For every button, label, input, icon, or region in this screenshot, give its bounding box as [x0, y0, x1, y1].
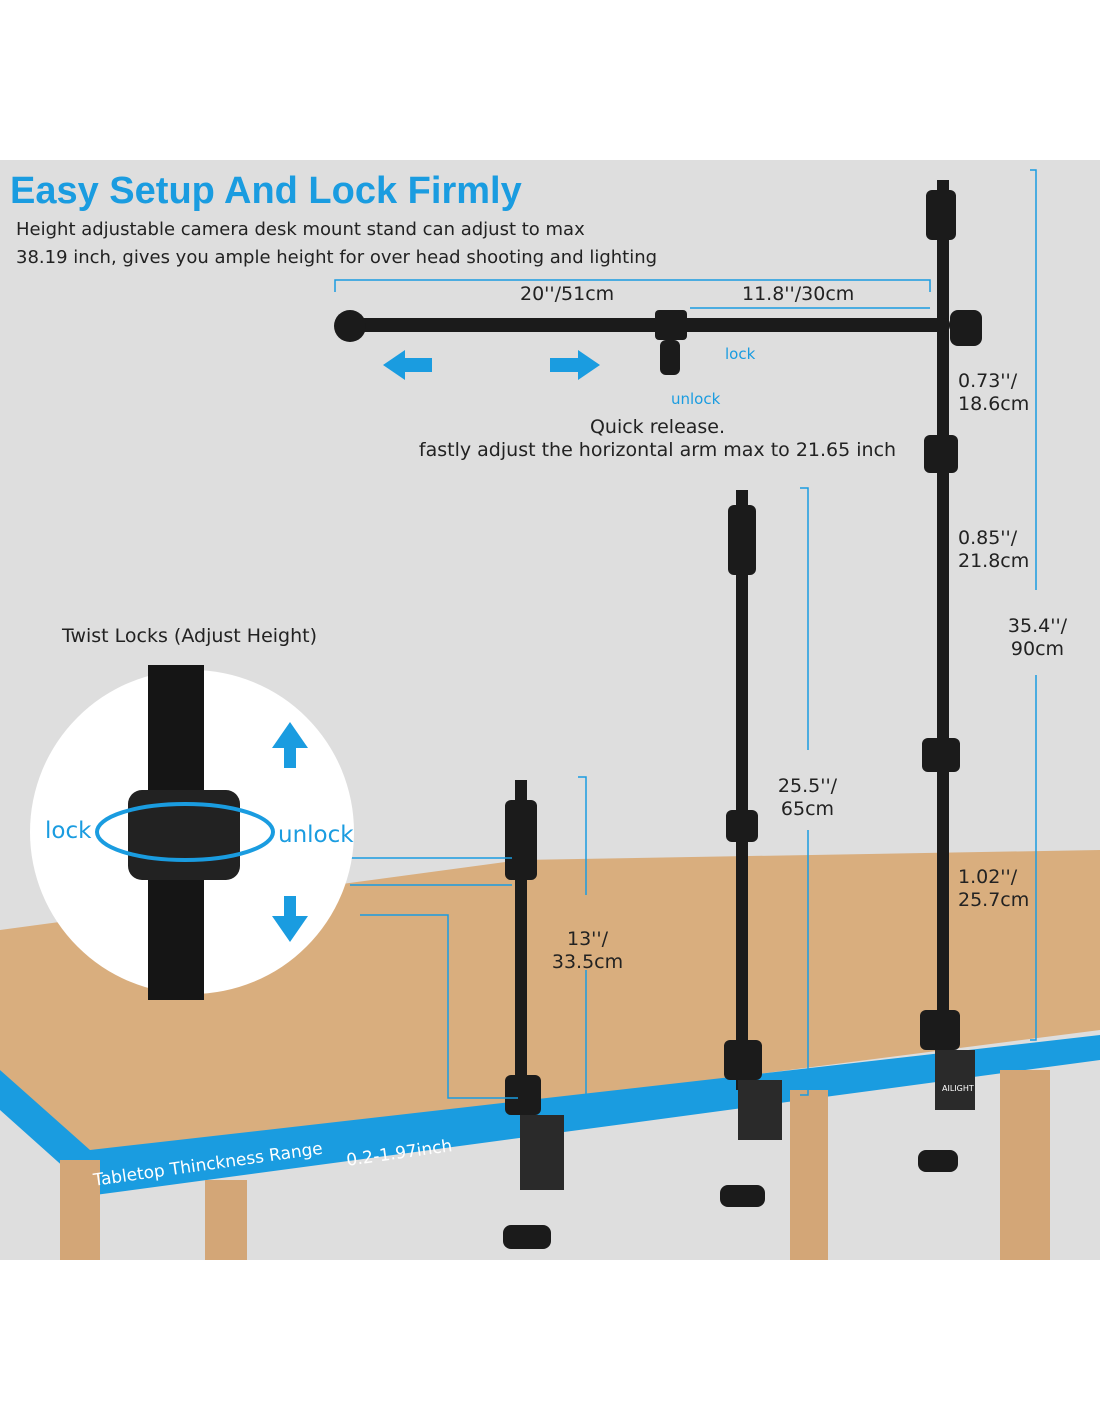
page-title: Easy Setup And Lock Firmly	[10, 170, 522, 212]
arrow-down-icon	[272, 896, 308, 942]
arrow-up-icon	[272, 722, 308, 768]
arm-partial-length: 11.8''/30cm	[742, 283, 855, 305]
table-leg	[205, 1180, 247, 1260]
arm-unlock-label: unlock	[671, 390, 721, 408]
quick-release-label: Quick release.	[589, 416, 726, 438]
dim-value: 65cm	[780, 798, 835, 820]
short-stand	[503, 780, 564, 1249]
dim-value: 25.7cm	[958, 889, 1030, 911]
arrow-right-icon	[550, 350, 600, 380]
dim-value: 0.85''/	[958, 527, 1018, 549]
product-panel: Easy Setup And Lock Firmly Height adjust…	[0, 160, 1100, 1260]
table-leg	[60, 1160, 100, 1260]
product-illustration	[0, 169, 1100, 1260]
arm-lock-label: lock	[725, 345, 756, 363]
dim-value: 35.4''/	[1007, 615, 1068, 637]
dim-value: 0.73''/	[958, 370, 1018, 392]
dim-value: 25.5''/	[777, 775, 838, 797]
dim-value: 13''/	[566, 928, 609, 950]
tall-diameter-2: 0.85''/21.8cm	[958, 527, 1029, 573]
quick-release-desc: fastly adjust the horizontal arm max to …	[418, 439, 897, 461]
tall-diameter-3: 1.02''/25.7cm	[958, 866, 1029, 912]
twist-unlock-label: unlock	[278, 822, 354, 848]
table-leg	[1000, 1070, 1050, 1260]
short-height: 13''/33.5cm	[540, 928, 635, 974]
brand-logo: AILIGHT	[942, 1084, 974, 1093]
subtitle-line: 38.19 inch, gives you ample height for o…	[16, 247, 658, 268]
table-leg	[790, 1090, 828, 1260]
arm-total-length: 20''/51cm	[520, 283, 615, 305]
subtitle-line: Height adjustable camera desk mount stan…	[16, 219, 585, 240]
tall-stand	[334, 180, 982, 1172]
mid-height: 25.5''/65cm	[765, 775, 850, 821]
tall-height: 35.4''/90cm	[995, 615, 1080, 661]
dim-value: 33.5cm	[551, 951, 624, 973]
dim-value: 21.8cm	[958, 550, 1030, 572]
twist-lock-label: lock	[45, 818, 92, 844]
twist-locks-label: Twist Locks (Adjust Height)	[62, 625, 317, 647]
dim-value: 18.6cm	[958, 393, 1030, 415]
middle-stand	[720, 490, 782, 1207]
dim-value: 90cm	[1010, 638, 1065, 660]
dim-value: 1.02''/	[958, 866, 1018, 888]
tall-diameter-1: 0.73''/18.6cm	[958, 370, 1029, 416]
arrow-left-icon	[383, 350, 432, 380]
dimension-lines	[334, 169, 1037, 1111]
